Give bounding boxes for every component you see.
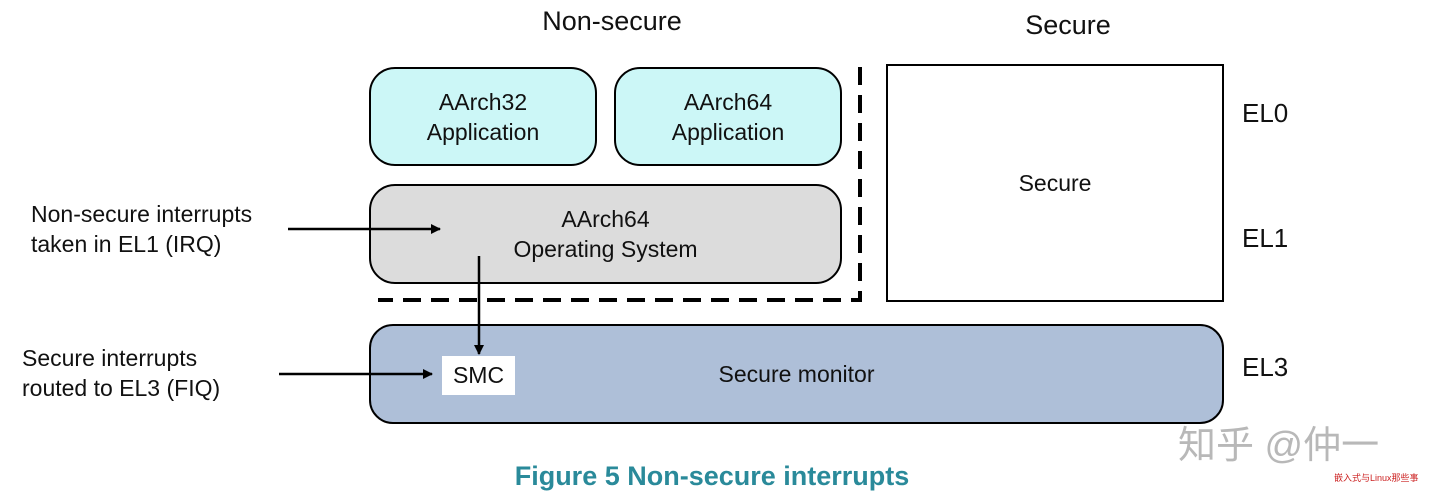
secure-monitor-label: Secure monitor <box>718 361 875 387</box>
aarch64-os-line2: Operating System <box>513 236 698 262</box>
el0-label: EL0 <box>1242 98 1289 128</box>
aarch64-application-box: AArch64 Application <box>614 67 842 166</box>
non-secure-header: Non-secure <box>542 6 682 36</box>
dashed-boundary <box>378 67 862 302</box>
irq-label-line2: taken in EL1 (IRQ) <box>31 231 222 257</box>
aarch32-app-line1: AArch32 <box>438 88 528 115</box>
secure-header: Secure <box>1025 10 1111 40</box>
watermark-sub: 嵌入式与Linux那些事 <box>1334 473 1419 483</box>
secure-world-box: Secure <box>886 64 1224 302</box>
aarch64-app-line1: AArch64 <box>683 88 773 115</box>
aarch64-app-line2: Application <box>671 118 785 145</box>
fiq-label: Secure interrupts routed to EL3 (FIQ) <box>22 343 220 403</box>
irq-label: Non-secure interrupts taken in EL1 (IRQ) <box>31 199 252 259</box>
fiq-label-line1: Secure interrupts <box>22 345 198 371</box>
aarch64-os-line1: AArch64 <box>561 206 650 232</box>
figure-caption: Figure 5 Non-secure interrupts <box>514 461 910 491</box>
watermark: 知乎 @仲一 <box>1178 425 1380 467</box>
aarch64-os-box: AArch64 Operating System <box>369 184 842 284</box>
secure-box-label: Secure <box>1018 170 1092 196</box>
aarch32-application-box: AArch32 Application <box>369 67 597 166</box>
smc-box: SMC <box>442 356 515 395</box>
irq-label-line1: Non-secure interrupts <box>31 201 253 227</box>
fiq-label-line2: routed to EL3 (FIQ) <box>22 375 221 401</box>
el3-label: EL3 <box>1242 352 1289 382</box>
el1-label: EL1 <box>1242 223 1289 253</box>
aarch32-app-line2: Application <box>426 118 540 145</box>
